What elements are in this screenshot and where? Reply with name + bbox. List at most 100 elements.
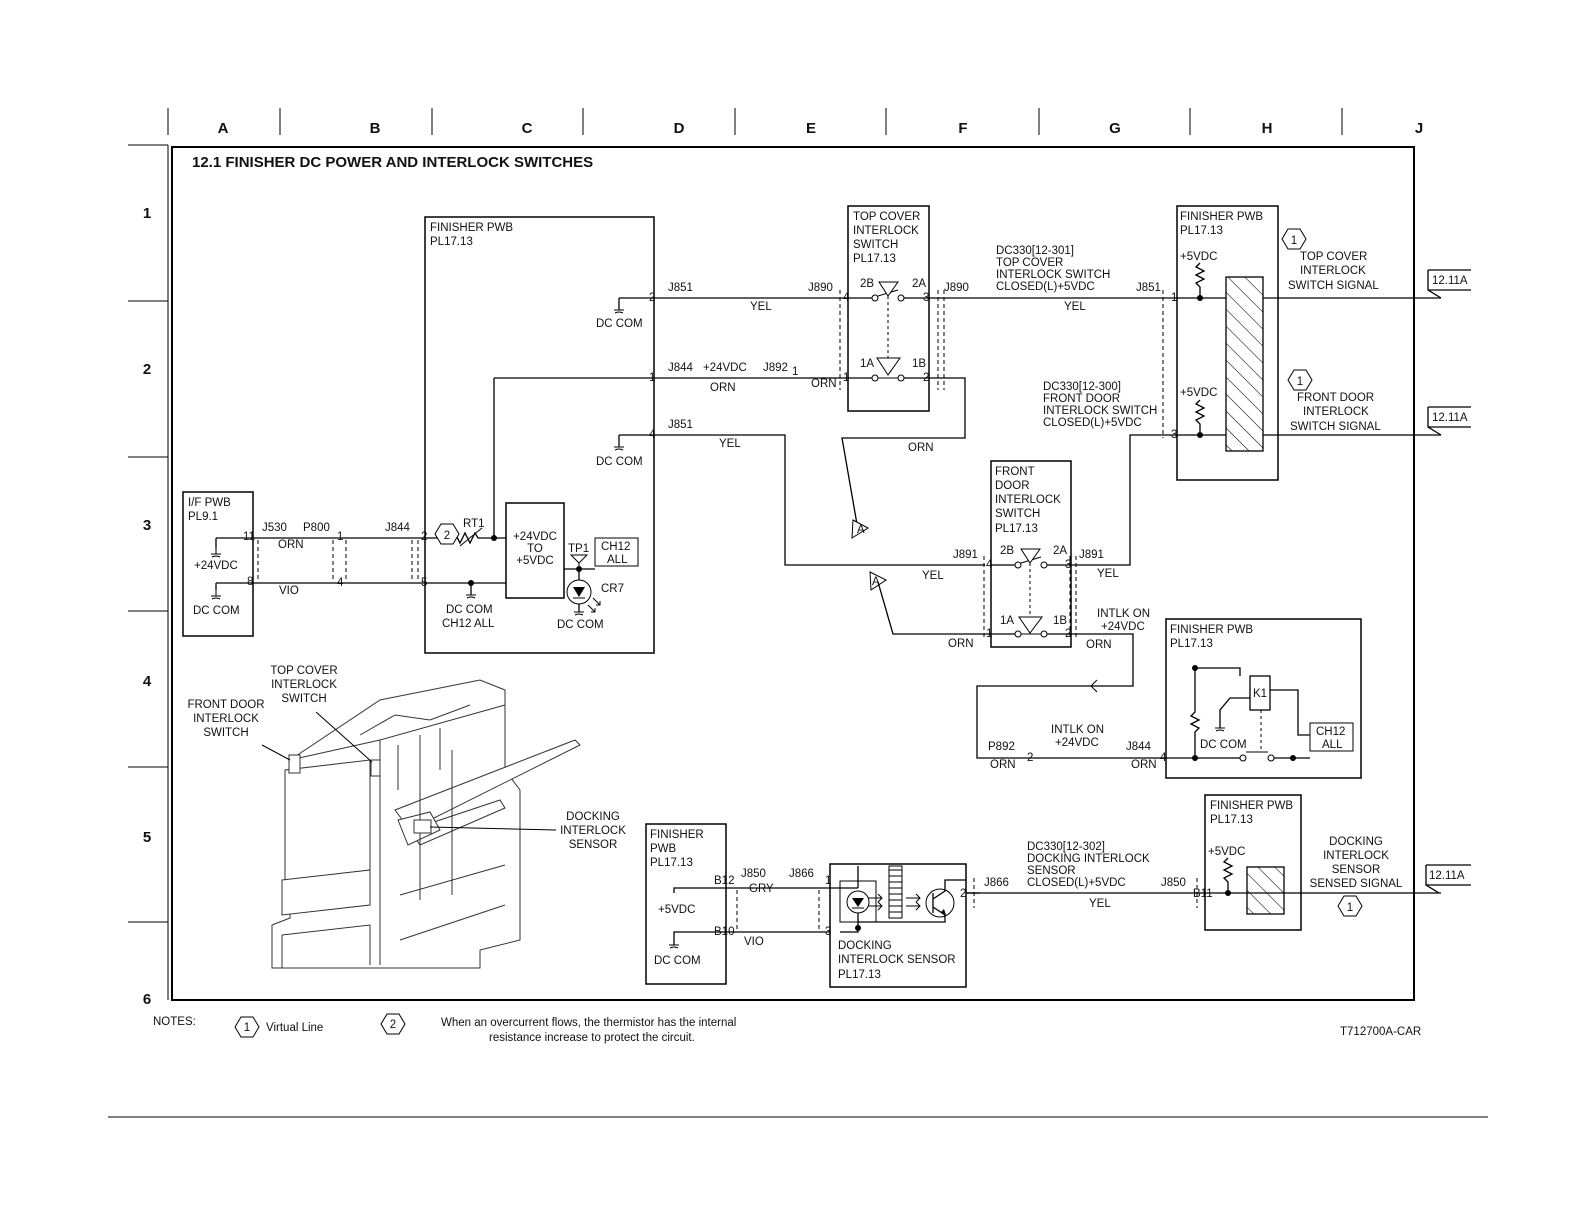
- flag-a-2: A: [872, 576, 880, 588]
- if-pwb-dc-com: DC COM: [193, 605, 240, 617]
- rt1-label: RT1: [463, 518, 485, 530]
- note-marker-2: 2: [444, 530, 450, 542]
- pin-2-j844: 2: [421, 531, 427, 543]
- wires-top-cover-out: J890 YEL J851 DC330[12-301] TOP COVER IN…: [841, 245, 1177, 539]
- fin-pwb-relay-label-2: PL17.13: [1170, 638, 1213, 650]
- fin-pwb-h5-5vdc: +5VDC: [1208, 846, 1245, 858]
- wire-orn-i: ORN: [990, 759, 1016, 771]
- note2-text-2: resistance increase to protect the circu…: [489, 1032, 695, 1044]
- tcsw-label-3: SWITCH: [853, 239, 898, 251]
- wire-yel-f: YEL: [1097, 568, 1119, 580]
- tcsw-1b: 1B: [912, 358, 926, 370]
- col-label-a: A: [218, 120, 229, 137]
- dock-signal-4: SENSED SIGNAL: [1310, 878, 1403, 890]
- docking-sensor-label-2: INTERLOCK SENSOR: [838, 954, 956, 966]
- ill-docking-1: DOCKING: [566, 811, 620, 823]
- doc-id: T712700A-CAR: [1340, 1026, 1421, 1038]
- top-cover-interlock-switch: TOP COVER INTERLOCK SWITCH PL17.13 4 3 1…: [843, 205, 930, 412]
- tc-signal-2: INTERLOCK: [1300, 265, 1366, 277]
- front-door-interlock-switch: FRONT DOOR INTERLOCK SWITCH PL17.13 4 3 …: [986, 460, 1072, 648]
- note2-marker: 2: [390, 1019, 396, 1031]
- docking-sensor-label-1: DOCKING: [838, 940, 892, 952]
- wire-yel-c: YEL: [719, 438, 741, 450]
- tcsw-label-1: TOP COVER: [853, 211, 920, 223]
- dc-com-led: DC COM: [557, 619, 604, 631]
- conv-label-3: +5VDC: [516, 555, 553, 567]
- fd-signal-3: SWITCH SIGNAL: [1290, 421, 1381, 433]
- tcsw-label-2: INTERLOCK: [853, 225, 919, 237]
- fin-pwb-h5-label-1: FINISHER PWB: [1210, 800, 1293, 812]
- wire-orn-j: ORN: [1131, 759, 1157, 771]
- pin-2-p892: 2: [1027, 752, 1033, 764]
- vline-marker-3: 1: [1347, 902, 1353, 914]
- dc-com-pin4: DC COM: [596, 456, 643, 468]
- wire-color-orn-1: ORN: [278, 539, 304, 551]
- wire-yel-g: YEL: [1089, 898, 1111, 910]
- docking-interlock-sensor: DOCKING INTERLOCK SENSOR PL17.13 2: [829, 863, 980, 988]
- dc330-301-2: TOP COVER: [996, 257, 1063, 269]
- pin-11: 11: [243, 531, 255, 543]
- tcsw-pin-4: 4: [843, 292, 850, 304]
- ill-front-door-3: SWITCH: [203, 727, 248, 739]
- docking-sensor-label-3: PL17.13: [838, 969, 881, 981]
- ill-front-door-2: INTERLOCK: [193, 713, 259, 725]
- wires-docking-out: J866 YEL J850 DC330[12-302] DOCKING INTE…: [966, 841, 1441, 910]
- vline-marker-1: 1: [1291, 235, 1297, 247]
- wire-orn-g: ORN: [948, 638, 974, 650]
- dock-signal-1: DOCKING: [1329, 836, 1383, 848]
- intlk-on-2a: INTLK ON: [1051, 724, 1104, 736]
- conn-j850-b: J850: [1161, 877, 1186, 889]
- dc330-300-3: INTERLOCK SWITCH: [1043, 405, 1157, 417]
- ch12-all-1a: CH12: [601, 541, 630, 553]
- fdsw-label-4: SWITCH: [995, 508, 1040, 520]
- conn-j851-d: J851: [1136, 282, 1161, 294]
- conn-j844-left: J844: [385, 522, 411, 534]
- tcsw-pin-1: 1: [843, 372, 849, 384]
- fin-pwb-h-label-1: FINISHER PWB: [1180, 211, 1263, 223]
- conn-j851-c: J851: [668, 419, 693, 431]
- fin-pwb-h-5vdc-2: +5VDC: [1180, 387, 1217, 399]
- pin-1-p800: 1: [337, 531, 343, 543]
- finisher-illustration: TOP COVER INTERLOCK SWITCH FRONT DOOR IN…: [187, 665, 626, 969]
- pin-b11: B11: [1193, 888, 1213, 900]
- dock-signal-3: SENSOR: [1332, 864, 1381, 876]
- col-label-b: B: [370, 120, 381, 137]
- note1-text: Virtual Line: [266, 1022, 323, 1034]
- conn-j844-b: J844: [668, 362, 694, 374]
- flag-a-1: A: [857, 524, 865, 536]
- notes-label: NOTES:: [153, 1016, 196, 1028]
- harness-if-to-finisher: J530 P800 J844 ORN VIO 1 4 2 5: [253, 522, 427, 597]
- ill-top-cover-3: SWITCH: [281, 693, 326, 705]
- fd-signal-1: FRONT DOOR: [1297, 392, 1374, 404]
- conn-j891-a: J891: [953, 549, 978, 561]
- row-label-6: 6: [143, 991, 151, 1008]
- fdsw-pin-4: 4: [986, 559, 993, 571]
- ill-top-cover-1: TOP COVER: [270, 665, 337, 677]
- conn-j891-b: J891: [1079, 549, 1104, 561]
- relay-dc-com: DC COM: [1200, 739, 1247, 751]
- dc330-301-3: INTERLOCK SWITCH: [996, 269, 1110, 281]
- row-labels: 1 2 3 4 5 6: [143, 205, 152, 1008]
- intlk-on-2b: +24VDC: [1055, 737, 1099, 749]
- col-label-j: J: [1415, 120, 1423, 137]
- conv-label-1: +24VDC: [513, 531, 557, 543]
- tcsw-1a: 1A: [860, 358, 874, 370]
- fin-pwb-h-5vdc-1: +5VDC: [1180, 251, 1217, 263]
- conn-j844-c: J844: [1126, 741, 1152, 753]
- wire-orn-h: ORN: [1086, 639, 1112, 651]
- col-label-e: E: [806, 120, 816, 137]
- conn-j866-b: J866: [984, 877, 1009, 889]
- diagram-title: 12.1 FINISHER DC POWER AND INTERLOCK SWI…: [192, 154, 593, 171]
- wire-orn-b: ORN: [710, 382, 736, 394]
- wire-24vdc-b: +24VDC: [703, 362, 747, 374]
- pin-8: 8: [247, 576, 253, 588]
- wire-orn-e: ORN: [908, 442, 934, 454]
- ill-front-door-1: FRONT DOOR: [187, 699, 264, 711]
- ch12-all-2a: CH12: [1316, 726, 1345, 738]
- dc330-300-4: CLOSED(L)+5VDC: [1043, 417, 1142, 429]
- ill-top-cover-2: INTERLOCK: [271, 679, 337, 691]
- conn-p892: P892: [988, 741, 1015, 753]
- fin-pwb-d5-dc-com: DC COM: [654, 955, 701, 967]
- conn-j890-b: J890: [944, 282, 969, 294]
